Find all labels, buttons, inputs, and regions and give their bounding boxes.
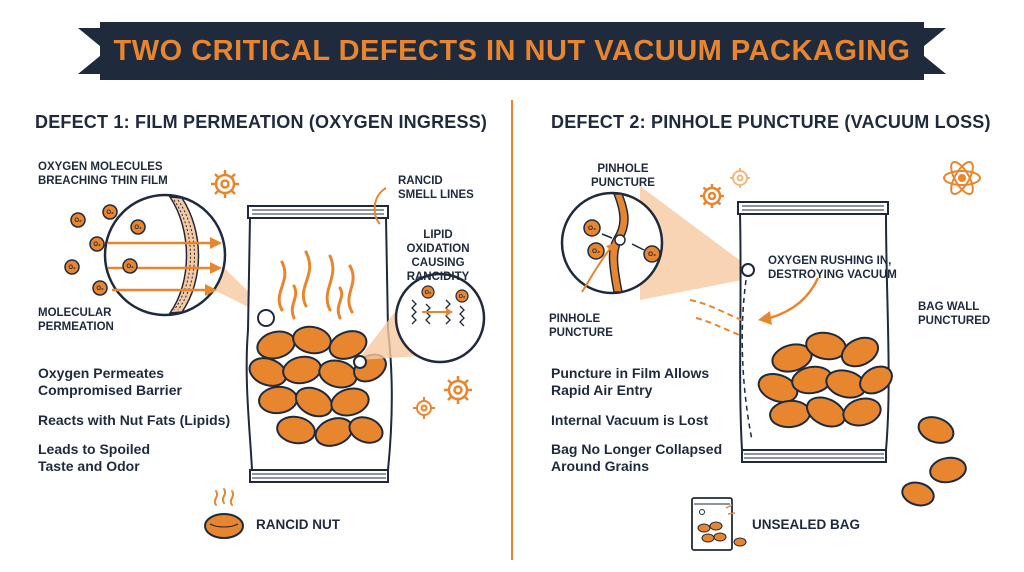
magnifier-beam-pinhole	[640, 186, 752, 300]
defect1-point-3: Leads to Spoiled Taste and Odor	[38, 441, 151, 474]
gear-icon	[444, 376, 472, 404]
magnifier-lipid-detail	[394, 272, 486, 364]
label-oxygen-molecules: OXYGEN MOLECULES BREACHING THIN FILM	[38, 161, 168, 187]
oxygen-symbols-pinhole: O₂ O₂ O₂	[588, 225, 656, 258]
o2-label: O₂	[68, 265, 76, 271]
o2-label: O₂	[96, 286, 104, 292]
gear-icon	[700, 184, 724, 208]
o2-label: O₂	[106, 210, 114, 216]
label-oxygen-rushing: OXYGEN RUSHING IN, DESTROYING VACUUM	[768, 255, 897, 281]
magnifier-anchor-lipid	[353, 355, 367, 369]
smell-lines	[277, 250, 355, 320]
label-lipid-oxidation: LIPID OXIDATION CAUSING RANCIDITY	[406, 229, 470, 283]
defect2-heading: DEFECT 2: PINHOLE PUNCTURE (VACUUM LOSS)	[551, 112, 991, 132]
atom-icon	[943, 161, 981, 195]
section-divider	[511, 100, 513, 560]
magnifier-anchor-left	[257, 309, 275, 327]
o2-label: O₂	[592, 248, 600, 255]
o2-label: O₂	[425, 290, 432, 296]
o2-label: O₂	[648, 251, 656, 258]
o2-label: O₂	[93, 242, 101, 248]
label-pinhole-bottom: PINHOLE PUNCTURE	[549, 313, 613, 339]
rancid-nut-icon	[204, 488, 244, 539]
title-banner: TWO CRITICAL DEFECTS IN NUT VACUUM PACKA…	[78, 20, 946, 82]
defect2-point-1: Puncture in Film Allows Rapid Air Entry	[551, 365, 710, 398]
page-title: TWO CRITICAL DEFECTS IN NUT VACUUM PACKA…	[113, 34, 911, 67]
defect1-point-1: Oxygen Permeates Compromised Barrier	[38, 365, 182, 398]
gear-icon	[211, 170, 239, 198]
banner-ribbon	[78, 22, 946, 80]
oxygen-symbols-left: O₂ O₂ O₂ O₂ O₂ O₂ O₂	[68, 210, 142, 292]
defect2-point-3: Bag No Longer Collapsed Around Grains	[551, 441, 723, 474]
label-molecular-permeation: MOLECULAR PERMEATION	[38, 307, 114, 333]
smell-leader-line	[373, 187, 387, 225]
nuts-pile-right	[757, 331, 967, 507]
gear-icon	[413, 397, 435, 419]
defect1-illustration: O₂ O₂ O₂ O₂ O₂ O₂ O₂ O₂ O₂	[64, 170, 486, 539]
o2-label: O₂	[588, 225, 596, 232]
defect2-illustration: O₂ O₂ O₂	[560, 161, 981, 551]
magnifier-pinhole-detail	[560, 191, 664, 295]
o2-label: O₂	[74, 218, 82, 224]
magnifier-film-detail	[103, 193, 227, 317]
label-bag-wall-punctured: BAG WALL PUNCTURED	[918, 301, 991, 327]
o2-label: O₂	[459, 294, 466, 300]
oxygen-symbols-lipid: O₂ O₂	[425, 290, 466, 300]
gear-icon	[730, 168, 750, 188]
o2-label: O₂	[126, 264, 134, 270]
label-pinhole-top: PINHOLE PUNCTURE	[591, 163, 655, 189]
unsealed-bag-icon	[691, 497, 747, 551]
defect1-heading: DEFECT 1: FILM PERMEATION (OXYGEN INGRES…	[35, 112, 488, 132]
nuts-pile-left	[248, 325, 387, 447]
o2-label: O₂	[134, 225, 142, 231]
label-rancid-smell: RANCID SMELL LINES	[398, 175, 474, 201]
oxygen-rush-leader	[769, 277, 820, 320]
defect2-point-2: Internal Vacuum is Lost	[551, 412, 709, 428]
legend-unsealed-bag: UNSEALED BAG	[752, 517, 861, 532]
legend-rancid-nut: RANCID NUT	[256, 517, 340, 532]
oxygen-molecules-left	[64, 204, 146, 296]
defect1-point-2: Reacts with Nut Fats (Lipids)	[38, 412, 231, 428]
air-rush-arrows	[689, 299, 743, 337]
